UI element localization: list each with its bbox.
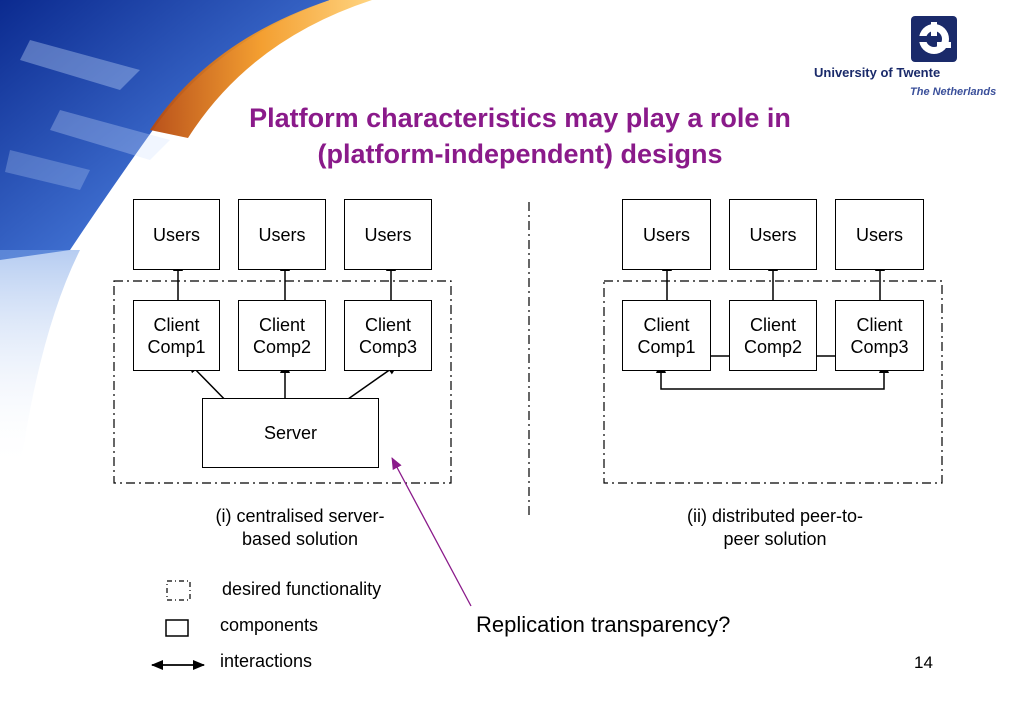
left-users-box-1: Users (133, 199, 220, 270)
right-users-box-1: Users (622, 199, 711, 270)
right-functionality-region (603, 280, 943, 484)
decorative-banner (0, 0, 372, 470)
left-users-box-3: Users (344, 199, 432, 270)
legend-solid-box-icon (165, 619, 189, 637)
university-country: The Netherlands (910, 86, 997, 98)
university-twente-logo-icon (911, 16, 957, 62)
legend-components-label: components (220, 615, 319, 635)
right-caption: (ii) distributed peer-to- peer solution (686, 506, 864, 549)
right-users-box-3: Users (835, 199, 924, 270)
title-line-1: Platform characteristics may play a role… (249, 103, 791, 133)
replication-question: Replication transparency? (476, 612, 731, 637)
university-name: University of Twente (814, 65, 941, 80)
peer-arrow-1-3 (656, 361, 889, 390)
left-users-box-2: Users (238, 199, 326, 270)
replication-pointer-arrow (391, 457, 472, 607)
left-caption: (i) centralised server- based solution (215, 506, 385, 549)
server-box: Server (202, 398, 379, 468)
legend-interactions-label: interactions (220, 651, 313, 671)
page-title: Platform characteristics may play a role… (150, 100, 890, 172)
title-line-2: (platform-independent) designs (317, 139, 723, 169)
legend-dashed-box-icon (166, 580, 191, 601)
right-users-box-2: Users (729, 199, 817, 270)
page-number: 14 (914, 653, 933, 672)
left-functionality-region (113, 280, 452, 484)
legend-desired-label: desired functionality (222, 579, 382, 599)
